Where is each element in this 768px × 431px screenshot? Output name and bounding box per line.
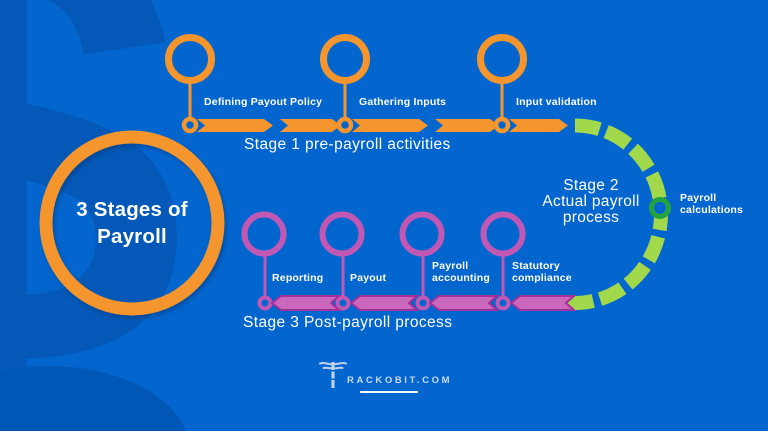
stage3-arrow-segment: [428, 295, 500, 311]
pin-base-icon: [336, 116, 354, 134]
pin-head-icon: [480, 211, 526, 257]
brand-text: RACKOBIT.COM: [347, 375, 453, 386]
pin-base-icon: [415, 295, 431, 311]
stage1-title: Stage 1 pre-payroll activities: [244, 136, 451, 153]
step-label-reporting: Reporting: [272, 272, 324, 284]
step-label-payroll-accounting: Payroll accounting: [432, 260, 491, 284]
brand-logo: [318, 356, 348, 397]
stage1-arrow-segment: [352, 119, 428, 132]
step-label-statutory-compliance: Statutory compliance: [512, 260, 572, 284]
stage1-arrow-segment: [435, 119, 499, 132]
pin-head-icon: [319, 211, 365, 257]
stage3-arrow-segment: [509, 295, 577, 311]
stage1-arrow-segment: [197, 119, 273, 132]
pin-head-icon: [165, 34, 215, 84]
stage1-pin-3: [477, 34, 527, 134]
stage3-pin-4: [480, 211, 526, 311]
stage2-title-line2: Actual payroll: [542, 193, 640, 210]
stage3-pin-1: [241, 211, 287, 311]
brand-underline: [360, 391, 418, 393]
stage2-title-line1: Stage 2: [563, 177, 619, 194]
pin-head-icon: [241, 211, 287, 257]
stage2-title-line3: process: [562, 209, 620, 226]
stage3-arrow-segment: [349, 295, 420, 311]
pin-base-icon: [181, 116, 199, 134]
pin-base-icon: [335, 295, 351, 311]
stage3-title: Stage 3 Post-payroll process: [243, 314, 453, 331]
stage1-arrow-segment: [509, 119, 568, 132]
step-label-payout: Payout: [350, 272, 387, 284]
pin-head-icon: [477, 34, 527, 84]
step-label-defining-payout-policy: Defining Payout Policy: [204, 96, 323, 108]
stage3-arrow-segment: [270, 295, 342, 311]
stage1-pin-1: [165, 34, 215, 134]
stage2-marker-hole: [654, 202, 666, 214]
pin-head-icon: [320, 34, 370, 84]
stage3-pin-2: [319, 211, 365, 311]
step-label-payroll-calculations: Payroll calculations: [680, 192, 744, 217]
pin-base-icon: [257, 295, 273, 311]
stage1-pin-2: [320, 34, 370, 134]
center-badge-title: 3 Stages of Payroll: [76, 198, 188, 248]
dollar-watermark-shape: $: [0, 0, 186, 431]
pin-base-icon: [495, 295, 511, 311]
stage2-marker-ring-icon: [649, 197, 671, 219]
stage2-title: Stage 2 Actual payroll process: [531, 178, 651, 226]
pin-head-icon: [399, 211, 445, 257]
step-label-gathering-inputs: Gathering Inputs: [359, 96, 447, 108]
stage1-arrow-segment: [280, 119, 341, 132]
step-label-input-validation: Input validation: [516, 96, 597, 108]
center-badge-ring: [39, 130, 225, 316]
trackobit-logo-icon: [319, 361, 347, 388]
